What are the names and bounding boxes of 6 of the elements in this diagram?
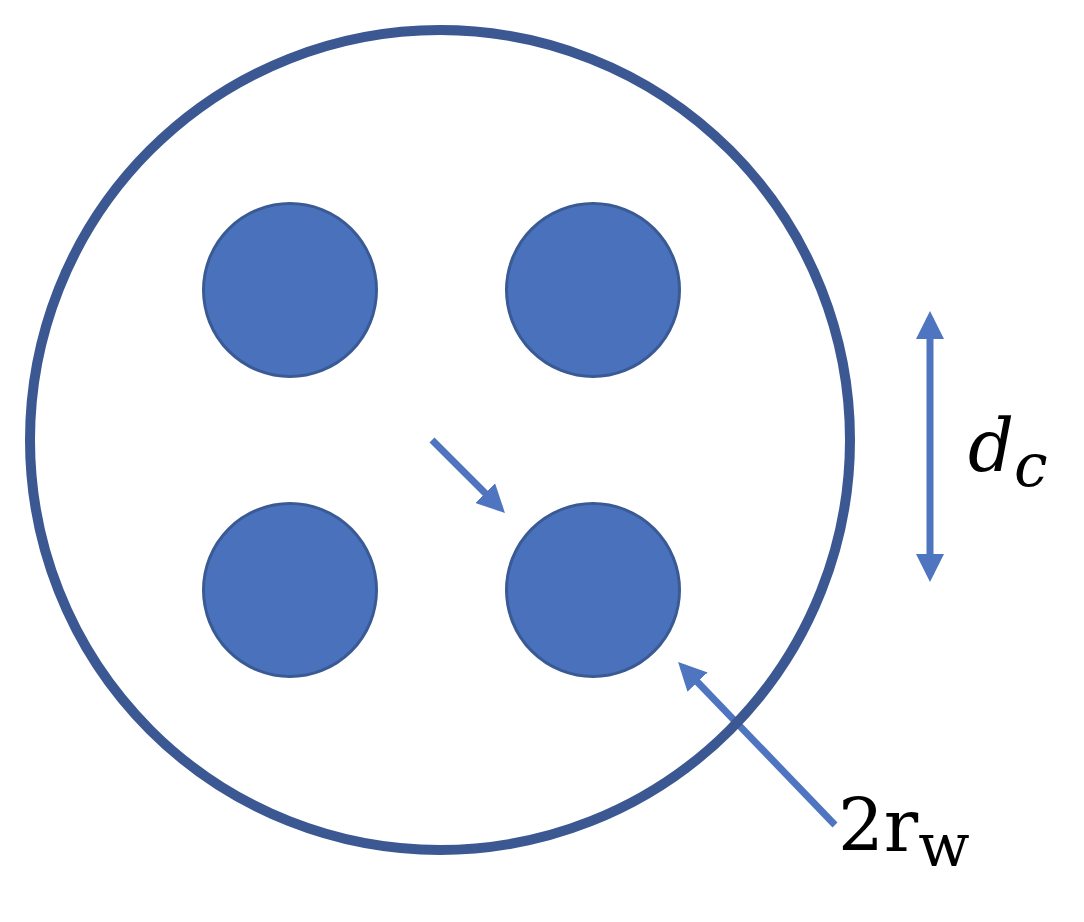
- filled-circle: [202, 202, 378, 378]
- dimension-label: d$_{c}$: [968, 410, 1048, 496]
- filled-circle: [505, 202, 681, 378]
- filled-circle: [202, 502, 378, 678]
- filled-circle: [505, 502, 681, 678]
- dimension-label: 2r$_{w}$: [838, 790, 970, 876]
